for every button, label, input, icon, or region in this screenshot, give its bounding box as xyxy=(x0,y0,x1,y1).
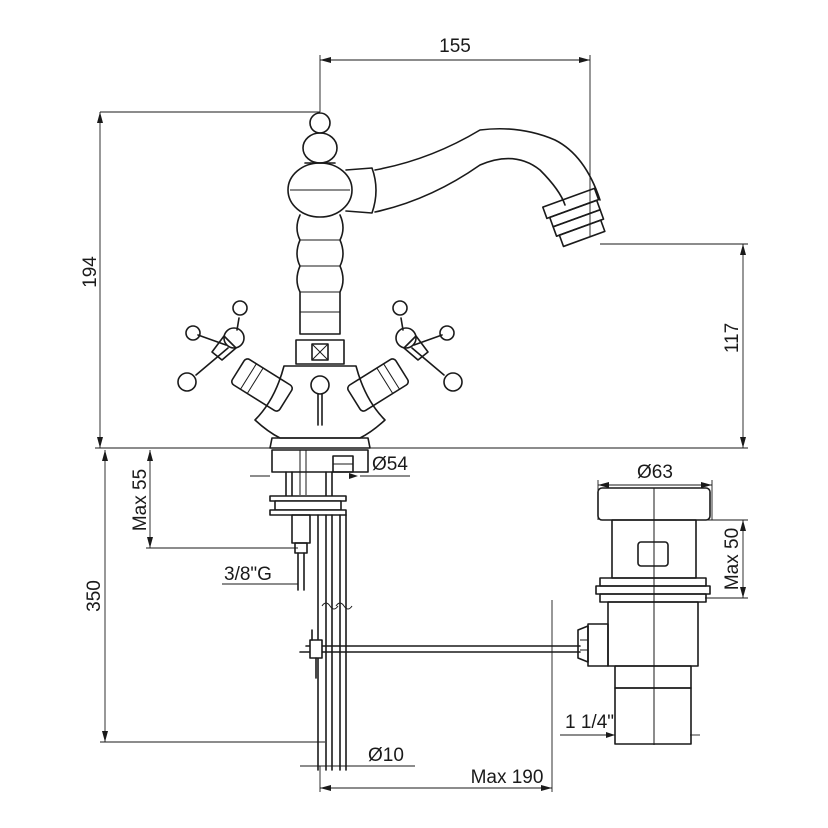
dim-max-190: Max 190 xyxy=(471,767,544,788)
dim-194: 194 xyxy=(80,256,101,288)
under-deck-fixing xyxy=(269,449,581,771)
dim-max-55: Max 55 xyxy=(130,469,151,531)
dim-155: 155 xyxy=(439,36,471,57)
dim-117: 117 xyxy=(722,323,743,353)
dim-rod-diameter: Ø10 xyxy=(368,745,404,766)
mixer-body xyxy=(177,112,606,449)
dimension-lines xyxy=(95,55,748,792)
pop-up-waste xyxy=(577,487,711,745)
dim-waste-diameter: Ø63 xyxy=(637,462,673,483)
dim-waste-thread: 1 1/4" xyxy=(565,712,614,733)
dim-max-50: Max 50 xyxy=(722,528,743,590)
dimension-labels: 155 194 117 Ø54 Max 55 3/8"G 350 Ø63 Max… xyxy=(80,36,743,788)
dim-supply-thread: 3/8"G xyxy=(224,564,272,585)
dim-base-diameter: Ø54 xyxy=(372,454,408,475)
dim-350: 350 xyxy=(84,580,105,612)
